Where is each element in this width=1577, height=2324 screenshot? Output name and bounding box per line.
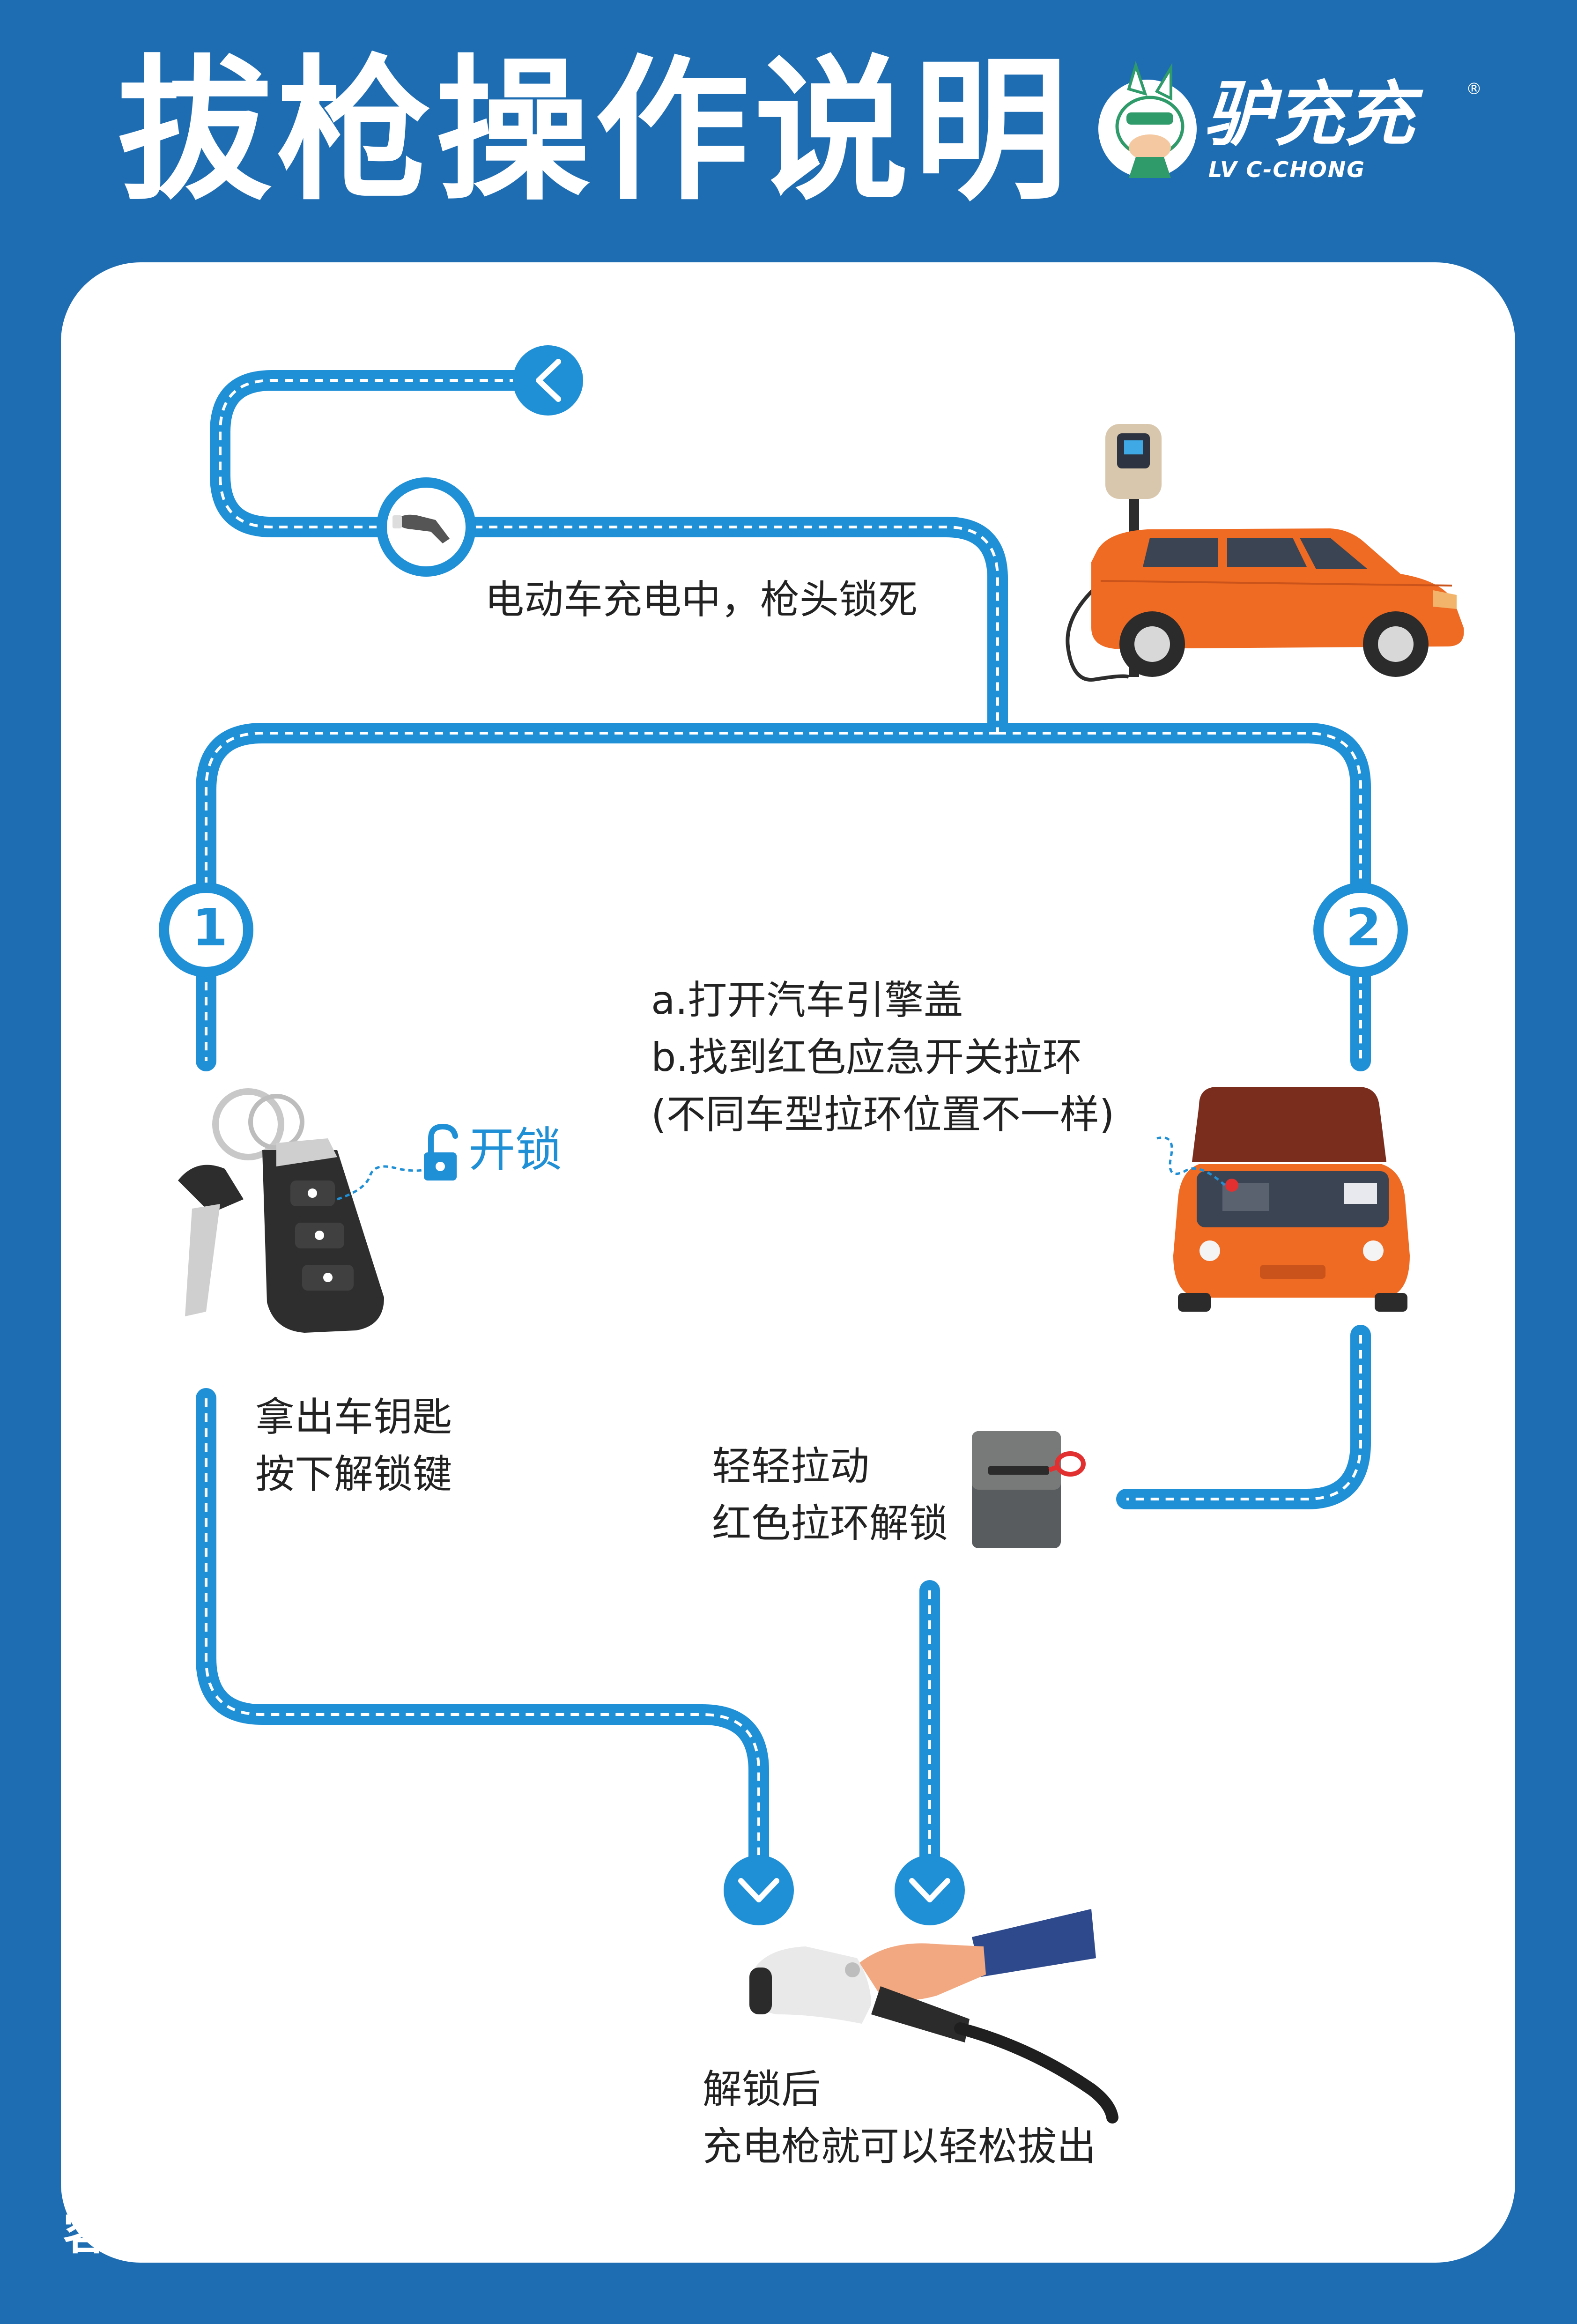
unlock-label: 开锁 [468, 1122, 562, 1177]
flow-path-step1-dashes [205, 1398, 760, 1874]
chevron-down-icon[interactable] [895, 1855, 965, 1925]
flow-path-step2-dashes [928, 1335, 1362, 1874]
page-title: 拔枪操作说明 [117, 41, 1073, 221]
step2-line: (不同车型拉环位置不一样) [651, 1091, 1115, 1137]
charging-car-illustration [1066, 424, 1464, 682]
car-key-illustration [178, 1088, 434, 1333]
charging-gun-hand-illustration [749, 1909, 1118, 2124]
brand-logo: 驴充充 ® LV C-CHONG [1091, 61, 1513, 192]
pull-ring-line: 轻轻拉动 [712, 1443, 870, 1489]
car-open-hood-illustration [1156, 1087, 1410, 1312]
back-chevron-icon[interactable] [513, 345, 583, 416]
brand-latin: LV C-CHONG [1208, 157, 1366, 182]
chevron-down-icon[interactable] [724, 1855, 794, 1925]
step1-badge [159, 883, 253, 977]
start-caption: 电动车充电中，枪头锁死 [485, 577, 918, 623]
flow-path-step2 [919, 1325, 1371, 1884]
step2-line: a.打开汽车引擎盖 [651, 977, 963, 1023]
pull-ring-line: 红色拉环解锁 [712, 1500, 948, 1546]
pull-ring-box-illustration [972, 1431, 1086, 1548]
end-line: 充电枪就可以轻松拔出 [703, 2123, 1096, 2169]
step2-line: b.找到红色应急开关拉环 [651, 1034, 1082, 1080]
flow-path-top [196, 370, 1371, 1071]
end-line: 解锁后 [703, 2066, 821, 2112]
service-phone-label: 客服电话: [63, 2207, 261, 2260]
flow-path-top-dashes [205, 379, 1362, 1061]
donkey-mascot-icon [1098, 61, 1197, 178]
service-phone-number[interactable]: 400-9155-388 [262, 2190, 832, 2272]
step1-line: 按下解锁键 [255, 1451, 452, 1497]
brand-name: 驴充充 [1204, 74, 1415, 156]
step2-text: a.打开汽车引擎盖 b.找到红色应急开关拉环 (不同车型拉环位置不一样) [651, 972, 1115, 1143]
step1-line: 拿出车钥匙 [255, 1394, 452, 1440]
step2-badge [1313, 883, 1408, 977]
charging-plug-icon [377, 477, 476, 577]
step2-number: 2 [1346, 898, 1382, 958]
pull-ring-text: 轻轻拉动 红色拉环解锁 [712, 1438, 948, 1552]
step1-number: 1 [192, 898, 228, 958]
step1-text: 拿出车钥匙 按下解锁键 [255, 1389, 452, 1503]
brand-registered: ® [1466, 80, 1482, 98]
end-text: 解锁后 充电枪就可以轻松拔出 [703, 2061, 1096, 2176]
unlock-icon [424, 1123, 458, 1181]
